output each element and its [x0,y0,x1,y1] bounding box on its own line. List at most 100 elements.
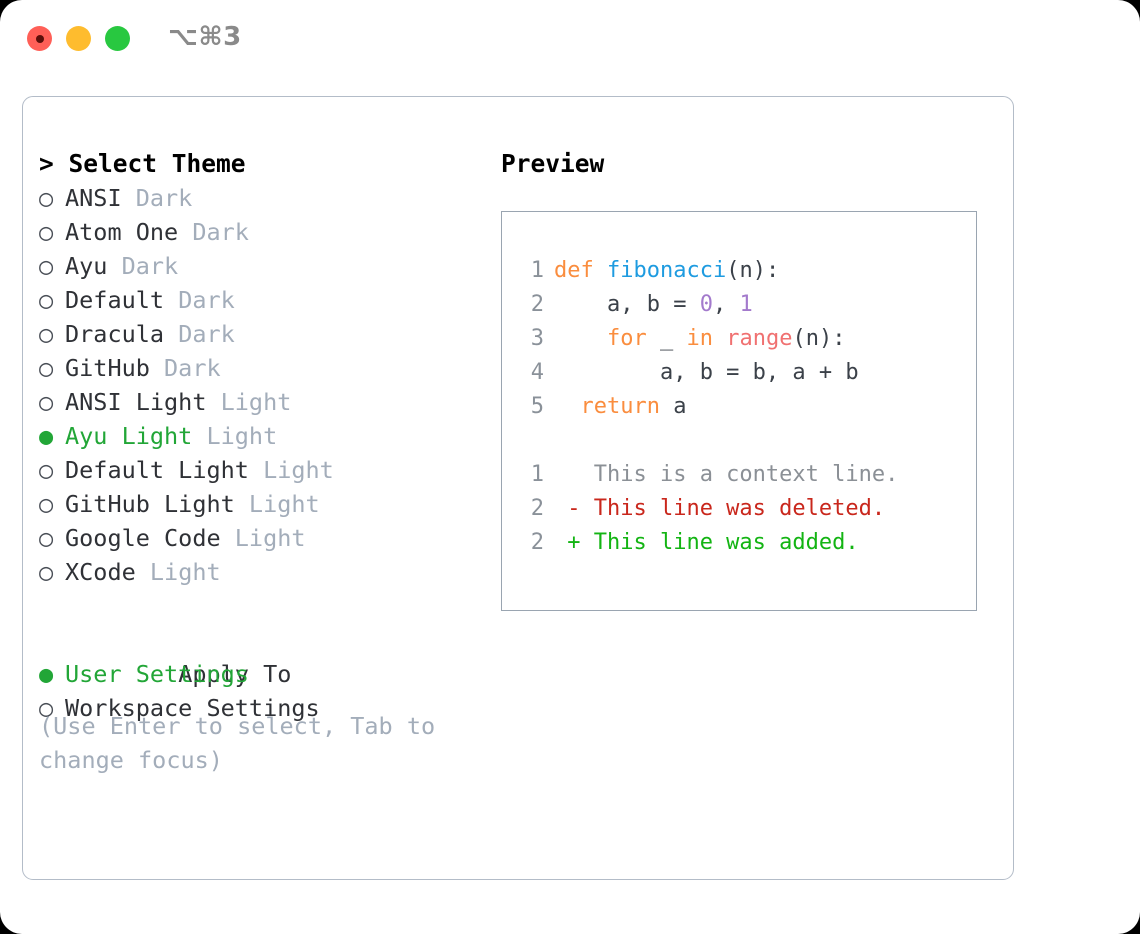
theme-variant-tag: Light [234,490,320,518]
close-button[interactable] [27,26,52,51]
theme-variant-tag: Dark [121,184,193,212]
line-number: 2 [530,496,544,521]
theme-item[interactable]: ● Ayu Light Light [39,419,479,453]
code-token: (n): [792,326,846,351]
theme-item[interactable]: ○ Default Dark [39,283,479,317]
radio-unselected-icon: ○ [39,388,54,416]
line-number: 1 [530,258,544,283]
apply-to-label: Workspace Settings [65,694,320,722]
code-token: , [712,292,740,317]
radio-unselected-icon: ○ [39,184,54,212]
radio-unselected-icon: ○ [39,252,54,280]
radio-selected-icon: ● [39,660,54,688]
theme-variant-tag: Dark [149,354,221,382]
apply-to-list[interactable]: ● User Settings ○Workspace Settings [39,657,479,725]
line-number: 5 [530,394,544,419]
theme-variant-tag: Dark [107,252,179,280]
theme-variant-tag: Light [220,524,306,552]
theme-label: GitHub [65,354,150,382]
apply-to-label: User Settings [65,660,249,688]
theme-item[interactable]: ○ Default Light Light [39,453,479,487]
code-diff-separator [520,424,976,458]
apply-to-item[interactable]: ○Workspace Settings [39,691,479,725]
code-token: (n): [726,258,780,283]
list-spacer [39,589,479,623]
window-controls [27,26,130,51]
theme-variant-tag: Dark [164,320,235,348]
diff-line: 2 - This line was deleted. [520,492,976,526]
code-line: 3 for _ in range(n): [520,322,976,356]
theme-label: XCode [65,558,136,586]
theme-variant-tag: Light [135,558,221,586]
theme-label: ANSI Light [65,388,207,416]
theme-item[interactable]: ○ Dracula Dark [39,317,479,351]
theme-label: Default Light [65,456,249,484]
code-token: fibonacci [607,258,727,283]
code-token [554,326,607,351]
keyboard-shortcut-label: ⌥⌘3 [168,22,242,52]
theme-item[interactable]: ○ XCode Light [39,555,479,589]
theme-item[interactable]: ○Atom One Dark [39,215,479,249]
theme-item[interactable]: ○ GitHub Dark [39,351,479,385]
theme-list-column: > Select Theme ○ANSI Dark○Atom One Dark○… [39,147,479,725]
theme-label: ANSI [65,184,122,212]
code-line: 4 a, b = b, a + b [520,356,976,390]
minimize-button[interactable] [66,26,91,51]
radio-unselected-icon: ○ [39,286,54,314]
code-token: a [659,394,687,419]
theme-label: Google Code [65,524,221,552]
radio-unselected-icon: ○ [39,490,54,518]
theme-variant-tag: Light [248,456,334,484]
title-bar: ⌥⌘3 [0,0,1140,78]
theme-variant-tag: Light [192,422,278,450]
line-number: 3 [530,326,544,351]
code-token: + This line was added. [554,530,859,555]
line-number: 4 [530,360,544,385]
diff-sample: 1 This is a context line.2 - This line w… [520,458,976,560]
theme-item[interactable]: ○ GitHub Light Light [39,487,479,521]
diff-line: 2 + This line was added. [520,526,976,560]
code-token: This is a context line. [554,462,899,487]
theme-item[interactable]: ○ANSI Light Light [39,385,479,419]
line-number: 1 [530,462,544,487]
theme-list[interactable]: ○ANSI Dark○Atom One Dark○Ayu Dark○Defaul… [39,181,479,589]
maximize-button[interactable] [105,26,130,51]
radio-unselected-icon: ○ [39,456,54,484]
code-token: a, b = [554,292,700,317]
apply-to-header: Apply To [39,623,479,688]
apply-to-item[interactable]: ● User Settings [39,657,479,691]
theme-label: GitHub Light [65,490,235,518]
radio-unselected-icon: ○ [39,320,54,348]
radio-unselected-icon: ○ [39,354,54,382]
code-token: a, b = b, a + b [554,360,859,385]
theme-label: Default [65,286,165,314]
radio-unselected-icon: ○ [39,524,54,552]
line-number: 2 [530,292,544,317]
theme-variant-tag: Dark [178,218,249,246]
theme-label: Ayu Light [65,422,193,450]
radio-unselected-icon: ○ [39,558,54,586]
theme-item[interactable]: ○ Google Code Light [39,521,479,555]
code-token: 0 [699,292,713,317]
diff-line: 1 This is a context line. [520,458,976,492]
theme-variant-tag: Dark [164,286,235,314]
theme-label: Dracula [65,320,165,348]
theme-item[interactable]: ○Ayu Dark [39,249,479,283]
code-line: 2 a, b = 0, 1 [520,288,976,322]
theme-item[interactable]: ○ ANSI Dark [39,181,479,215]
code-token [594,258,607,283]
code-token: return [580,394,660,419]
code-token [713,326,726,351]
apply-to-header-label: Apply To [178,660,292,688]
radio-selected-icon: ● [39,422,54,450]
keyboard-hint: (Use Enter to select, Tab to change focu… [39,712,436,774]
code-token: range [726,326,793,351]
theme-label: Atom One [65,218,179,246]
code-token: for [606,326,647,351]
code-line: 5 return a [520,390,976,424]
